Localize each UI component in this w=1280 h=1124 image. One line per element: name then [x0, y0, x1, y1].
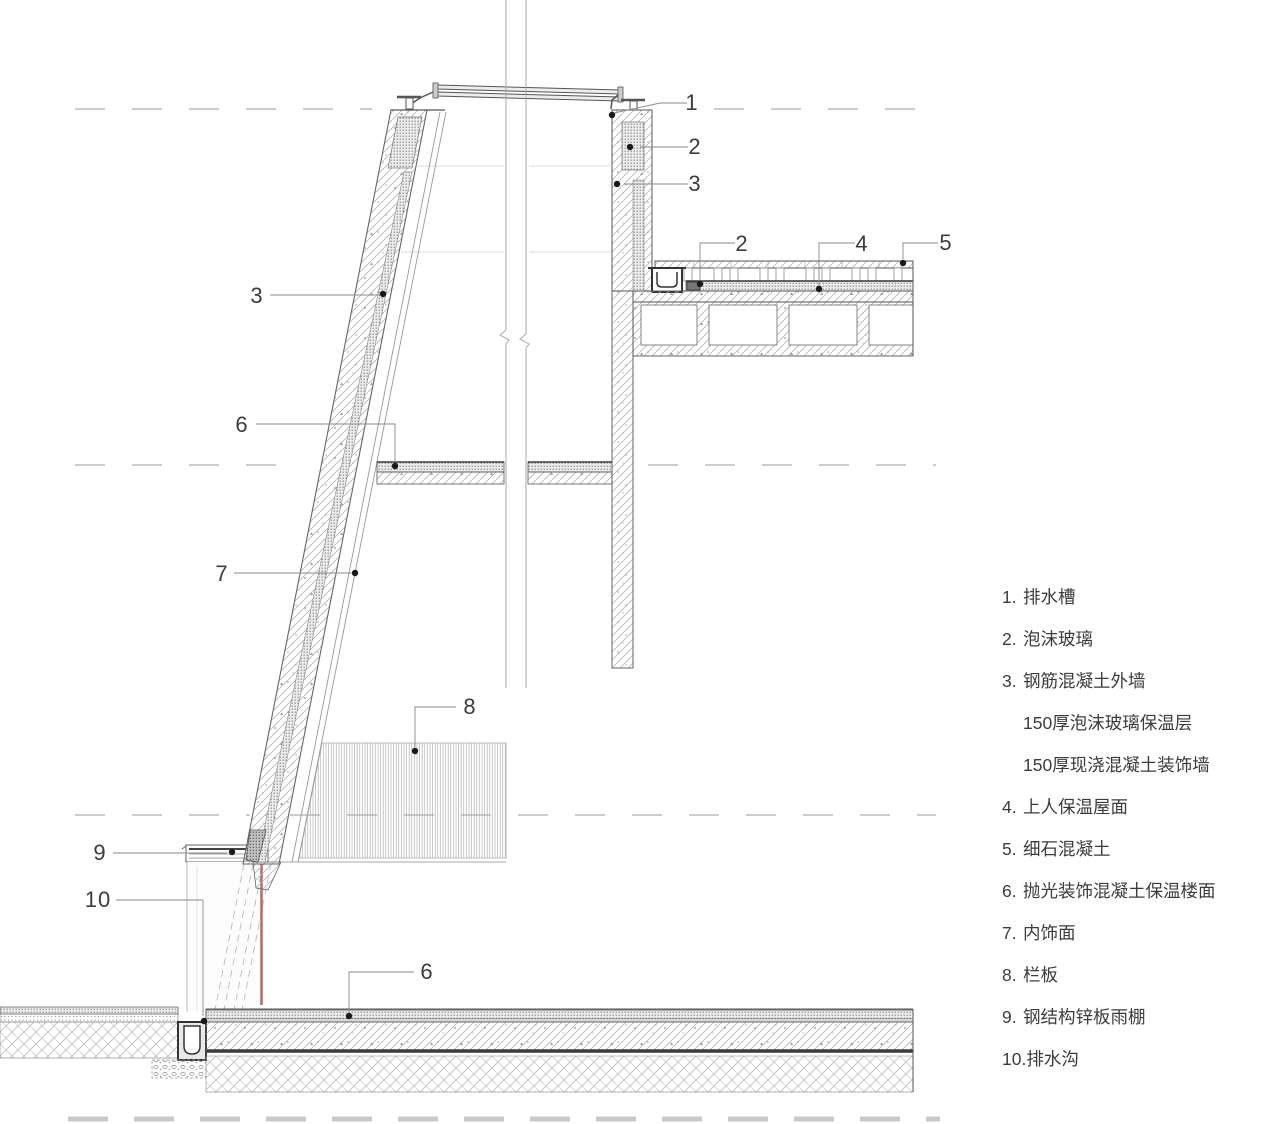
legend-item-text: 150厚现浇混凝土装饰墙	[1023, 755, 1210, 775]
floor-finish-band	[205, 1009, 914, 1020]
axis-dashed-lines	[75, 108, 936, 466]
legend-item-text: 钢结构锌板雨棚	[1023, 1007, 1146, 1027]
foam-glass-strip-lower	[632, 179, 645, 292]
legend-item-text: 150厚泡沫玻璃保温层	[1023, 713, 1193, 733]
legend-item: 10.排水沟	[1002, 1050, 1216, 1069]
legend-item-sub: 150厚现浇混凝土装饰墙	[1002, 756, 1216, 775]
legend-item-text: 泡沫玻璃	[1023, 629, 1093, 649]
foam-glass-block-base	[245, 829, 267, 863]
floor-subbase	[205, 1055, 914, 1093]
callout-label-2-right: 2	[688, 134, 702, 159]
callout-label-10: 10	[84, 887, 112, 912]
legend-item: 6. 抛光装饰混凝土保温楼面	[1002, 882, 1216, 901]
sloped-concrete-wall	[242, 109, 447, 891]
legend-item-number	[1002, 756, 1023, 775]
legend-item-number: 8.	[1002, 965, 1017, 985]
legend-item-number: 4.	[1002, 797, 1017, 817]
callout-label-8: 8	[463, 694, 477, 719]
drainage-ditch	[151, 1021, 207, 1079]
legend-item-number: 7.	[1002, 923, 1017, 943]
exterior-paving-finish	[0, 1006, 179, 1015]
callout-label-7: 7	[215, 561, 229, 586]
callout-label-3-left: 3	[250, 283, 264, 308]
legend-item: 3. 钢筋混凝土外墙	[1002, 672, 1216, 691]
foam-glass-strip	[256, 171, 413, 863]
gravel-bed	[151, 1059, 207, 1079]
balustrade	[280, 742, 507, 863]
roof-pavers	[654, 260, 914, 269]
callout-label-6-mid: 6	[235, 412, 249, 437]
legend-item-number: 1.	[1002, 587, 1017, 607]
legend-item-number: 3.	[1002, 671, 1017, 691]
callout-label-2-roof: 2	[735, 231, 749, 256]
callout-leaders	[113, 102, 938, 1016]
material-legend: 1. 排水槽 2. 泡沫玻璃 3. 钢筋混凝土外墙 150厚泡沫玻璃保温层 150厚现…	[1002, 588, 1216, 1069]
legend-item-text: 排水槽	[1023, 587, 1076, 607]
legend-item-text: 细石混凝土	[1023, 839, 1111, 859]
legend-item-text: 钢筋混凝土外墙	[1023, 671, 1146, 691]
paver-pedestals	[667, 267, 903, 282]
legend-item-text: 排水沟	[1026, 1049, 1079, 1069]
callout-label-6-bottom: 6	[420, 959, 434, 984]
callout-label-5: 5	[939, 230, 953, 255]
legend-item-number: 6.	[1002, 881, 1017, 901]
right-concrete-wall	[611, 109, 653, 669]
legend-item-number	[1002, 714, 1023, 733]
roof-insulation-band	[685, 280, 914, 292]
legend-item: 4. 上人保温屋面	[1002, 798, 1216, 817]
interior-finish-lines	[291, 111, 447, 863]
legend-item: 2. 泡沫玻璃	[1002, 630, 1216, 649]
ground-assembly	[0, 1006, 914, 1093]
legend-item-number: 2.	[1002, 629, 1017, 649]
section-break-lines	[499, 0, 530, 688]
foam-glass-strip-top	[387, 116, 423, 169]
legend-item-number: 5.	[1002, 839, 1017, 859]
exterior-subbase	[0, 1021, 179, 1059]
roof-gutter	[648, 267, 686, 293]
legend-item-number: 10.	[1002, 1049, 1027, 1069]
legend-item-sub: 150厚泡沫玻璃保温层	[1002, 714, 1216, 733]
callout-label-4: 4	[855, 231, 869, 256]
roof-assembly	[632, 260, 914, 357]
legend-item-text: 抛光装饰混凝土保温楼面	[1023, 881, 1216, 901]
legend-item-number: 9.	[1002, 1007, 1017, 1027]
callout-label-1: 1	[685, 90, 699, 115]
skylight-frame	[397, 82, 645, 111]
legend-item: 9. 钢结构锌板雨棚	[1002, 1008, 1216, 1027]
legend-item-text: 栏板	[1023, 965, 1058, 985]
legend-item: 5. 细石混凝土	[1002, 840, 1216, 859]
callout-label-3-right: 3	[688, 171, 702, 196]
mid-floor	[376, 461, 613, 485]
callout-label-9: 9	[93, 840, 107, 865]
callout-dots	[200, 111, 907, 1025]
legend-item: 7. 内饰面	[1002, 924, 1216, 943]
legend-item-text: 内饰面	[1023, 923, 1076, 943]
legend-item: 1. 排水槽	[1002, 588, 1216, 607]
legend-item: 8. 栏板	[1002, 966, 1216, 985]
legend-item-text: 上人保温屋面	[1023, 797, 1128, 817]
